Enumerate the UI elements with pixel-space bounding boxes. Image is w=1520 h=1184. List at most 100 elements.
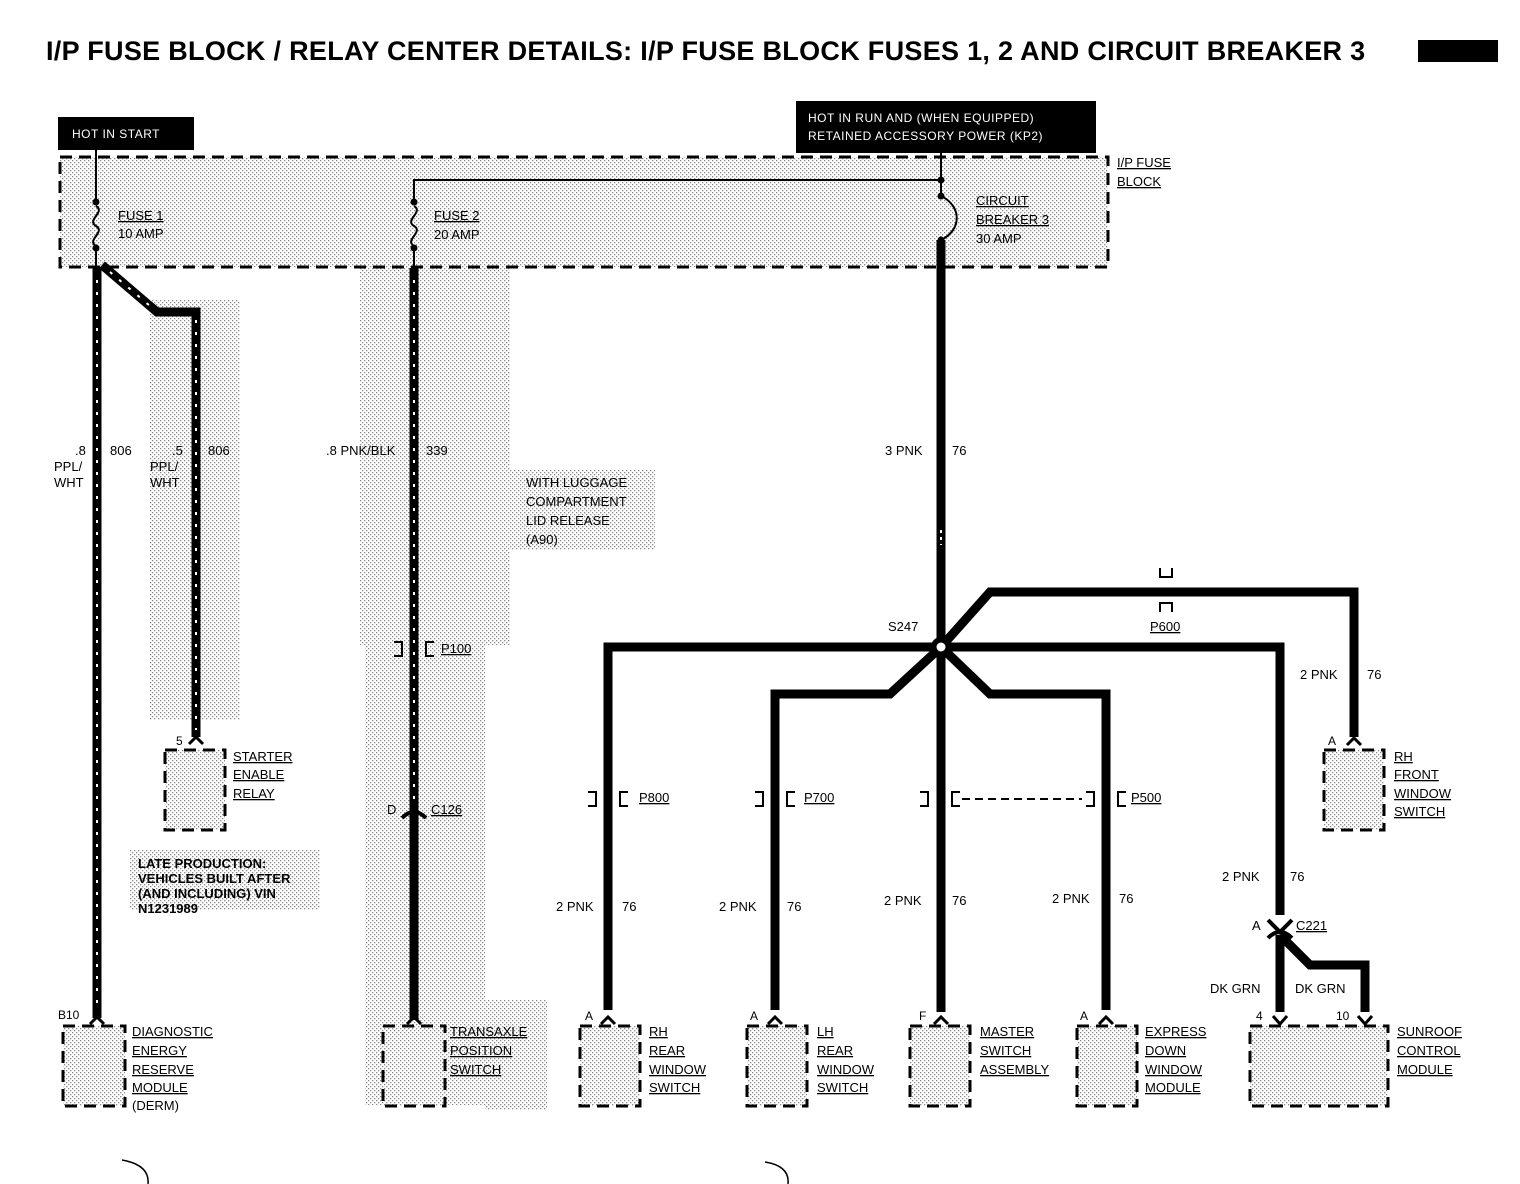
starter-enable-relay: 5 STARTER ENABLE RELAY [163,734,292,832]
svg-text:CIRCUIT: CIRCUIT [976,193,1029,208]
connector-p500: P500 [920,790,1161,807]
svg-text:DK GRN: DK GRN [1295,981,1346,996]
svg-text:A: A [1252,918,1261,933]
wires [92,240,1370,1020]
svg-text:LID RELEASE: LID RELEASE [526,513,610,528]
svg-text:A: A [750,1009,758,1023]
svg-text:FUSE 2: FUSE 2 [434,208,480,223]
svg-text:76: 76 [1290,869,1304,884]
svg-text:P800: P800 [639,790,669,805]
shaded-regions [60,157,1108,1110]
svg-text:WINDOW: WINDOW [649,1062,707,1077]
svg-text:STARTER: STARTER [233,749,292,764]
svg-text:3 PNK: 3 PNK [885,443,923,458]
svg-text:S247: S247 [888,619,918,634]
svg-text:4: 4 [1256,1009,1263,1023]
svg-text:LATE PRODUCTION:: LATE PRODUCTION: [138,856,266,871]
hot-in-run-label: HOT IN RUN AND (WHEN EQUIPPED) RETAINED … [796,101,1096,153]
svg-text:2 PNK: 2 PNK [556,899,594,914]
svg-text:MODULE: MODULE [1397,1062,1453,1077]
svg-text:REAR: REAR [817,1043,853,1058]
svg-text:I/P FUSE: I/P FUSE [1117,155,1171,170]
wire-76-rh-rear [603,642,941,1010]
connector-c126: D C126 [387,802,462,820]
late-production-note: LATE PRODUCTION: VEHICLES BUILT AFTER (A… [138,856,291,916]
svg-text:76: 76 [952,893,966,908]
svg-text:76: 76 [787,899,801,914]
svg-text:C221: C221 [1296,918,1327,933]
svg-text:C126: C126 [431,802,462,817]
svg-text:P600: P600 [1150,619,1180,634]
svg-text:A: A [1080,1009,1088,1023]
svg-text:ENERGY: ENERGY [132,1043,187,1058]
svg-text:76: 76 [1367,667,1381,682]
svg-text:10: 10 [1336,1009,1350,1023]
wire-76-express [937,643,1111,1010]
svg-text:MODULE: MODULE [132,1080,188,1095]
rh-front-window-switch: A RH FRONT WINDOW SWITCH [1322,734,1452,832]
svg-text:SWITCH: SWITCH [1394,804,1445,819]
svg-text:806: 806 [208,443,230,458]
sunroof-control-module: 4 10 SUNROOF CONTROL MODULE [1248,1009,1462,1108]
connector-c221: A C221 [1252,918,1327,940]
svg-text:DK GRN: DK GRN [1210,981,1261,996]
svg-text:CONTROL: CONTROL [1397,1043,1461,1058]
lh-rear-window-switch: A LH REAR WINDOW SWITCH [745,1009,875,1108]
svg-text:HOT IN START: HOT IN START [72,127,160,141]
svg-text:WINDOW: WINDOW [1394,786,1452,801]
svg-text:A: A [585,1009,593,1023]
svg-text:EXPRESS: EXPRESS [1145,1024,1207,1039]
svg-text:.8 PNK/BLK: .8 PNK/BLK [326,443,396,458]
connector-p100: P100 [394,641,471,657]
svg-text:2 PNK: 2 PNK [1300,667,1338,682]
svg-text:RESERVE: RESERVE [132,1062,194,1077]
svg-text:DIAGNOSTIC: DIAGNOSTIC [132,1024,213,1039]
master-switch-assembly: F MASTER SWITCH ASSEMBLY [908,1009,1049,1108]
svg-text:SUNROOF: SUNROOF [1397,1024,1462,1039]
svg-text:B10: B10 [58,1008,80,1022]
svg-text:P100: P100 [441,641,471,656]
svg-text:REAR: REAR [649,1043,685,1058]
svg-text:RELAY: RELAY [233,786,275,801]
wire-76-rh-front [937,587,1359,737]
svg-text:2 PNK: 2 PNK [1052,891,1090,906]
svg-text:DOWN: DOWN [1145,1043,1186,1058]
svg-text:5: 5 [176,734,183,748]
svg-text:WITH LUGGAGE: WITH LUGGAGE [526,475,627,490]
svg-text:ASSEMBLY: ASSEMBLY [980,1062,1049,1077]
wire-76-sunroof [941,642,1285,915]
svg-text:76: 76 [952,443,966,458]
splice-s247: S247 [888,619,951,657]
svg-text:P700: P700 [804,790,834,805]
svg-text:WINDOW: WINDOW [1145,1062,1203,1077]
svg-text:10 AMP: 10 AMP [118,226,164,241]
hot-in-start-label: HOT IN START [58,117,194,150]
transaxle-position-switch: TRANSAXLE POSITION SWITCH [381,1014,528,1108]
svg-text:30 AMP: 30 AMP [976,231,1022,246]
svg-text:WHT: WHT [150,475,180,490]
circuit-breaker-3: CIRCUIT BREAKER 3 30 AMP [937,180,1049,246]
svg-text:RH: RH [649,1024,668,1039]
svg-text:HOT IN RUN AND (WHEN EQUIPPED): HOT IN RUN AND (WHEN EQUIPPED) [808,111,1034,125]
page-corner-marks [121,1159,789,1184]
svg-text:SWITCH: SWITCH [649,1080,700,1095]
svg-text:VEHICLES BUILT AFTER: VEHICLES BUILT AFTER [138,871,291,886]
svg-text:RH: RH [1394,749,1413,764]
rh-rear-window-switch: A RH REAR WINDOW SWITCH [578,1009,707,1108]
svg-text:20 AMP: 20 AMP [434,227,480,242]
svg-text:SWITCH: SWITCH [817,1080,868,1095]
svg-text:FUSE 1: FUSE 1 [118,208,164,223]
svg-text:2 PNK: 2 PNK [1222,869,1260,884]
connector-p700: P700 [755,790,834,807]
svg-text:N1231989: N1231989 [138,901,198,916]
svg-text:POSITION: POSITION [450,1043,512,1058]
svg-text:A: A [1328,734,1336,748]
title-marker-bar [1418,40,1498,62]
svg-text:PPL/: PPL/ [54,459,83,474]
svg-text:WINDOW: WINDOW [817,1062,875,1077]
svg-text:MASTER: MASTER [980,1024,1034,1039]
svg-text:76: 76 [1119,891,1133,906]
svg-text:339: 339 [426,443,448,458]
svg-text:TRANSAXLE: TRANSAXLE [450,1024,528,1039]
